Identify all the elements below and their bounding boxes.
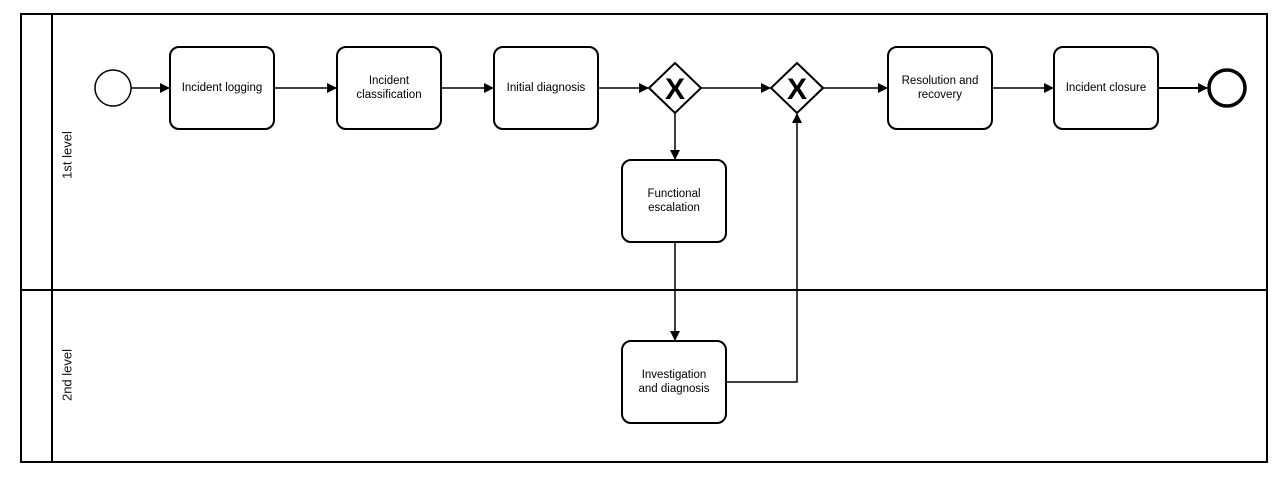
end-event[interactable]: [1207, 68, 1247, 108]
task-incident-closure[interactable]: Incident closure: [1053, 46, 1159, 130]
task-incident-logging[interactable]: Incident logging: [169, 46, 275, 130]
lane-label-1st-level: 1st level: [59, 131, 75, 179]
gateway-2-symbol: X: [787, 73, 807, 106]
task-incident-classification[interactable]: Incident classification: [336, 46, 442, 130]
task-functional-escalation[interactable]: Functional escalation: [621, 159, 727, 243]
task-initial-diagnosis[interactable]: Initial diagnosis: [493, 46, 599, 130]
task-investigation-diagnosis[interactable]: Investigation and diagnosis: [621, 340, 727, 424]
flow-investigation-to-gateway2[interactable]: [727, 113, 802, 383]
start-event[interactable]: [94, 69, 132, 107]
gateway-1-symbol: X: [665, 73, 685, 106]
pool-border: [20, 13, 1268, 463]
task-resolution-recovery[interactable]: Resolution and recovery: [887, 46, 993, 130]
lane-label-2nd-level: 2nd level: [59, 348, 75, 402]
